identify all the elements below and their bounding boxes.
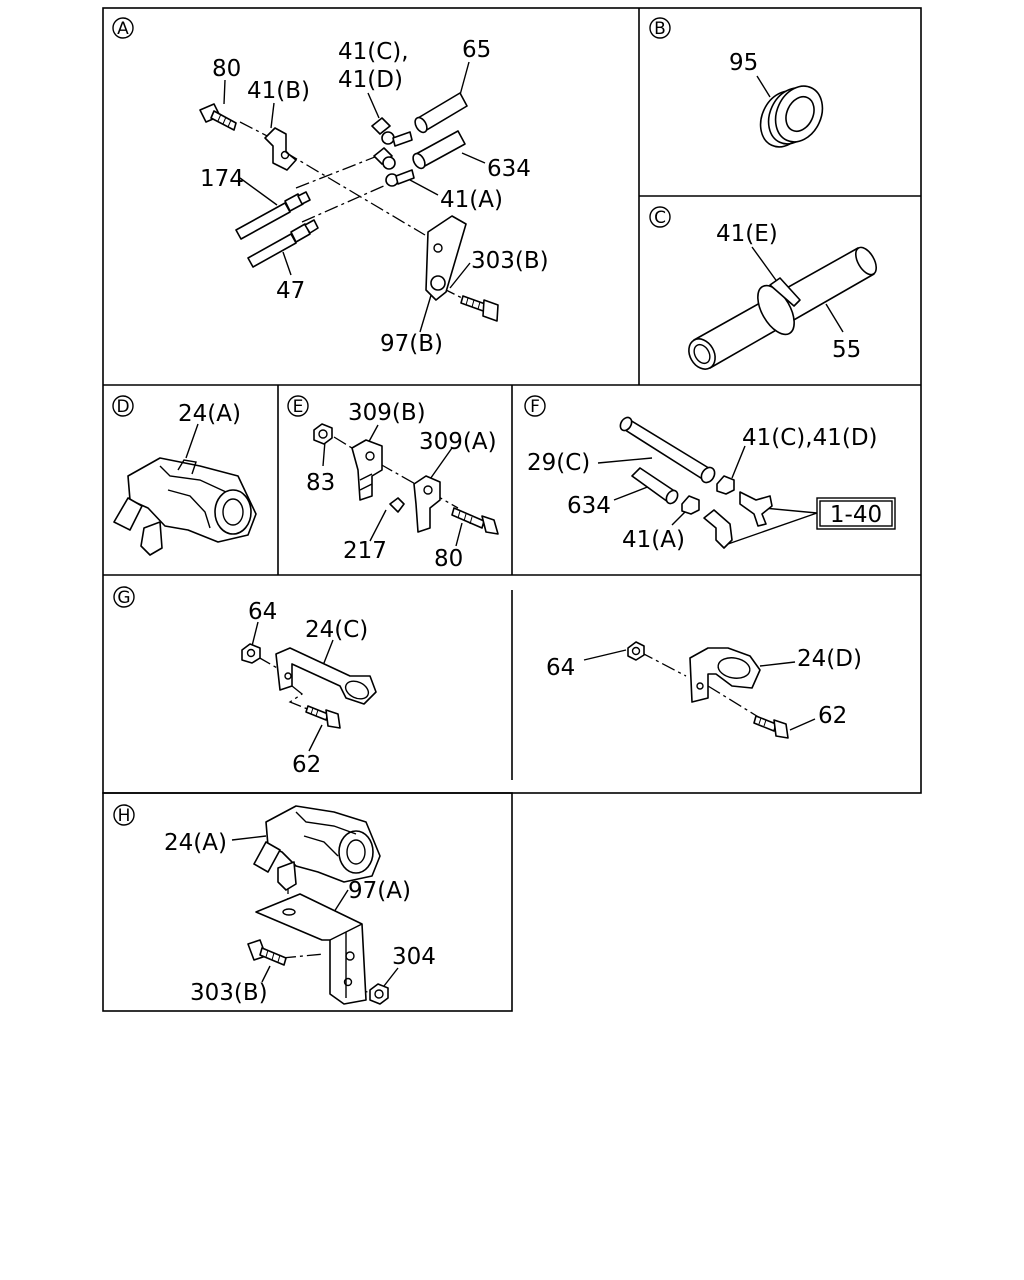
pipe-174	[235, 191, 311, 240]
nut-304	[369, 983, 389, 1005]
part-label: 80	[212, 56, 241, 82]
svg-text:1-40: 1-40	[830, 502, 882, 528]
svg-text:D: D	[116, 397, 129, 417]
part-label: 97(A)	[348, 878, 411, 904]
bolt-303b-h	[247, 939, 287, 966]
part-label: 41(E)	[716, 221, 778, 247]
section-marker-c: C	[649, 206, 671, 228]
part-label: 47	[276, 278, 305, 304]
section-c: C 41(E) 55	[649, 206, 878, 370]
section-d: D 24(A)	[112, 395, 257, 556]
part-label: 634	[567, 493, 611, 519]
section-marker-h: H	[113, 804, 135, 826]
section-b: B 95	[649, 17, 824, 148]
svg-text:C: C	[654, 208, 666, 228]
section-marker-b: B	[649, 17, 671, 39]
part-label: 217	[343, 538, 387, 564]
hose-65	[414, 92, 468, 134]
part-label: 83	[306, 470, 335, 496]
part-label: 80	[434, 546, 463, 572]
part-label: 24(C)	[305, 617, 368, 643]
hose-634-f	[631, 467, 679, 505]
part-label: 24(A)	[178, 401, 241, 427]
sensor-24a	[113, 457, 257, 556]
part-label: 309(A)	[419, 429, 497, 455]
reference-box-1-40: 1-40	[816, 497, 896, 530]
part-label: 41(B)	[247, 78, 310, 104]
clip-41cd-f	[716, 475, 735, 495]
bolt-80-e	[451, 507, 499, 535]
section-e: E	[287, 395, 499, 572]
part-label: 24(D)	[797, 646, 862, 672]
part-label: 65	[462, 37, 491, 63]
section-f: F 1-4	[524, 395, 896, 553]
section-marker-f: F	[524, 395, 546, 417]
svg-text:H: H	[118, 806, 131, 826]
part-label: 41(A)	[440, 187, 503, 213]
part-label: 95	[729, 50, 758, 76]
part-label: 41(C),41(D)	[742, 425, 878, 451]
bracket-309a	[413, 475, 441, 533]
part-label: 62	[818, 703, 847, 729]
section-marker-e: E	[287, 395, 309, 417]
hose-29c	[619, 416, 716, 484]
part-label: 41(A)	[622, 527, 685, 553]
bracket-97b	[425, 215, 467, 301]
clip-41b	[264, 127, 297, 171]
clamp-41e	[757, 277, 801, 336]
bolt-303b	[460, 295, 499, 322]
section-marker-a: A	[112, 17, 134, 39]
bolt-62-left	[305, 705, 341, 729]
part-label: 634	[487, 156, 531, 182]
nut-83	[313, 423, 333, 445]
bracket-97a	[255, 893, 367, 1005]
part-label: 64	[546, 655, 575, 681]
bolt-80	[199, 103, 237, 131]
part-label: 29(C)	[527, 450, 590, 476]
part-label: 41(C),	[338, 39, 409, 65]
section-f-leaders	[597, 445, 818, 545]
clip-217	[389, 497, 405, 513]
hose-634	[412, 130, 466, 170]
section-h: H	[113, 804, 436, 1006]
nut-64-right	[627, 641, 645, 661]
section-g-leaders	[251, 621, 816, 752]
part-label: 174	[200, 166, 244, 192]
part-label: 303(B)	[190, 980, 268, 1006]
svg-text:G: G	[117, 588, 130, 608]
section-a: A	[112, 17, 549, 357]
part-label: 309(B)	[348, 400, 426, 426]
section-g: G	[113, 586, 862, 778]
part-label: 24(A)	[164, 830, 227, 856]
clip-41a-f	[681, 495, 700, 515]
svg-text:A: A	[117, 19, 129, 39]
bolt-62-right	[753, 715, 789, 739]
section-marker-d: D	[112, 395, 134, 417]
bracket-24c	[275, 647, 377, 705]
part-label: 62	[292, 752, 321, 778]
part-label: 55	[832, 337, 861, 363]
grommet-95	[759, 85, 824, 148]
pipe-47	[247, 219, 319, 268]
bracket-24d	[689, 647, 761, 703]
clips-41cd	[371, 117, 415, 187]
part-label: 304	[392, 944, 436, 970]
part-label: 303(B)	[471, 248, 549, 274]
svg-text:B: B	[654, 19, 666, 39]
nut-64-left	[241, 643, 261, 664]
part-label: 41(D)	[338, 67, 403, 93]
part-label: 97(B)	[380, 331, 443, 357]
section-marker-g: G	[113, 586, 135, 608]
svg-text:E: E	[293, 397, 304, 417]
svg-text:F: F	[530, 397, 540, 417]
bracket-309b	[351, 439, 383, 501]
diagram-frame	[102, 7, 922, 1012]
pipe-fitting	[703, 491, 773, 549]
sensor-24a-h	[253, 805, 381, 891]
part-label: 64	[248, 599, 277, 625]
